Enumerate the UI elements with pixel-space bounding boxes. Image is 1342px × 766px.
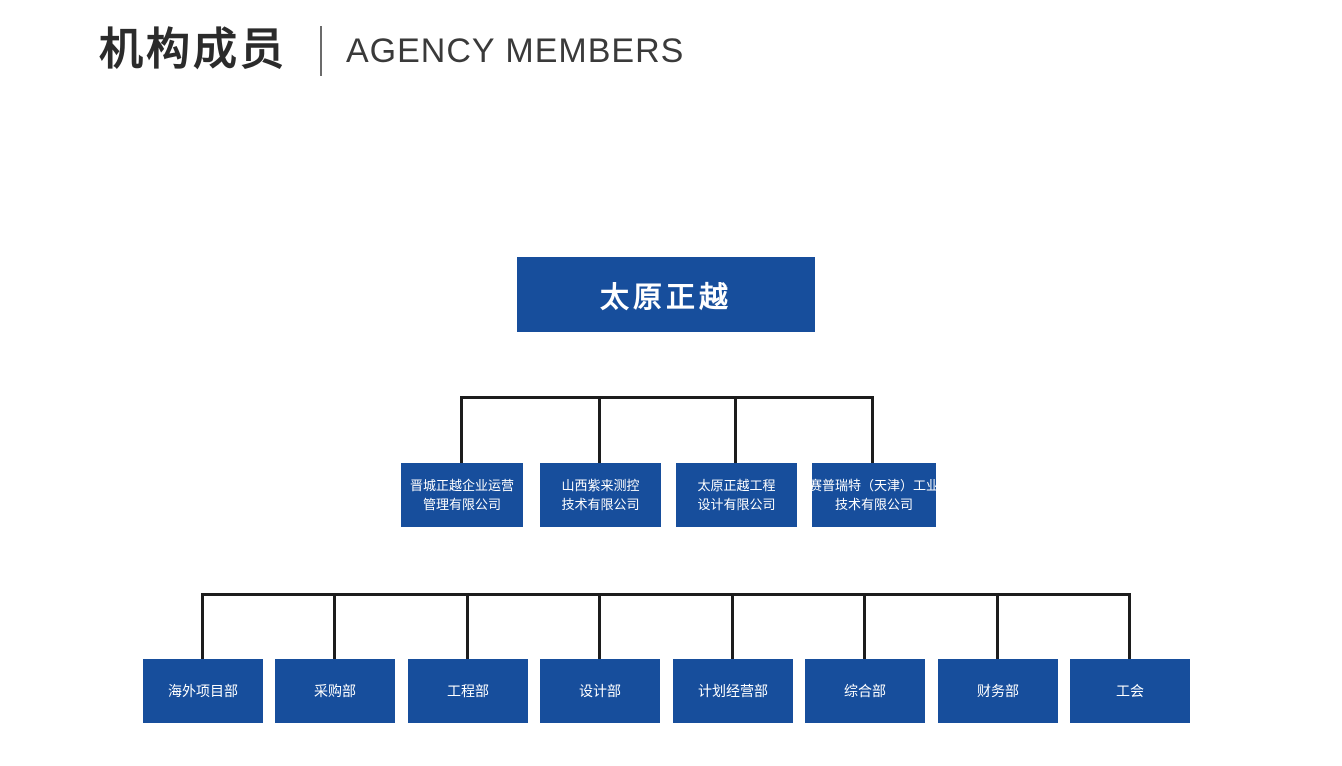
subsidiary-4-line-2: 技术有限公司 [834,497,913,512]
title-divider [320,26,322,76]
org-box-department-8: 工会 [1070,659,1190,723]
connector-stub-department-4 [598,593,601,659]
subsidiary-1-line-1: 晋城正越企业运营 [409,478,514,493]
department-4-label: 设计部 [579,683,621,699]
subsidiary-3-line-1: 太原正越工程 [697,478,776,493]
connector-stub-subsidiary-1 [460,396,463,463]
subsidiary-2-line-1: 山西紫来测控 [561,478,640,493]
org-box-department-1: 海外项目部 [143,659,263,723]
department-6-label: 综合部 [844,683,886,699]
connector-stub-department-1 [201,593,204,659]
department-5-label: 计划经营部 [698,683,768,699]
connector-stub-department-5 [731,593,734,659]
org-box-subsidiary-2: 山西紫来测控 技术有限公司 [540,463,661,527]
org-box-subsidiary-4: 赛普瑞特（天津）工业 技术有限公司 [809,463,940,527]
connector-stub-department-6 [863,593,866,659]
subsidiary-4-line-1: 赛普瑞特（天津）工业 [809,478,940,493]
department-1-label: 海外项目部 [168,683,238,699]
org-box-department-3: 工程部 [408,659,528,723]
subsidiary-1-line-2: 管理有限公司 [422,497,501,512]
department-7-label: 财务部 [977,683,1019,699]
org-box-subsidiary-1: 晋城正越企业运营 管理有限公司 [401,463,523,527]
department-2-label: 采购部 [314,683,356,699]
connector-rail-level2 [460,396,874,399]
org-box-department-5: 计划经营部 [673,659,793,723]
subsidiary-3-line-2: 设计有限公司 [697,497,776,512]
subsidiary-2-line-2: 技术有限公司 [561,497,640,512]
connector-stub-department-8 [1128,593,1131,659]
org-box-root-label: 太原正越 [599,281,732,314]
org-box-department-6: 综合部 [805,659,925,723]
org-box-department-2: 采购部 [275,659,395,723]
connector-stub-subsidiary-4 [871,396,874,463]
org-box-root: 太原正越 [517,257,815,332]
connector-stub-subsidiary-2 [598,396,601,463]
department-3-label: 工程部 [447,683,489,699]
page-title-en: AGENCY MEMBERS [346,32,685,70]
page-title-cn: 机构成员 [99,25,287,74]
connector-stub-department-7 [996,593,999,659]
connector-stub-department-2 [333,593,336,659]
department-8-label: 工会 [1116,683,1144,699]
org-box-subsidiary-3: 太原正越工程 设计有限公司 [676,463,797,527]
connector-rail-level3 [201,593,1131,596]
org-box-department-7: 财务部 [938,659,1058,723]
org-box-department-4: 设计部 [540,659,660,723]
connector-stub-department-3 [466,593,469,659]
connector-stub-subsidiary-3 [734,396,737,463]
